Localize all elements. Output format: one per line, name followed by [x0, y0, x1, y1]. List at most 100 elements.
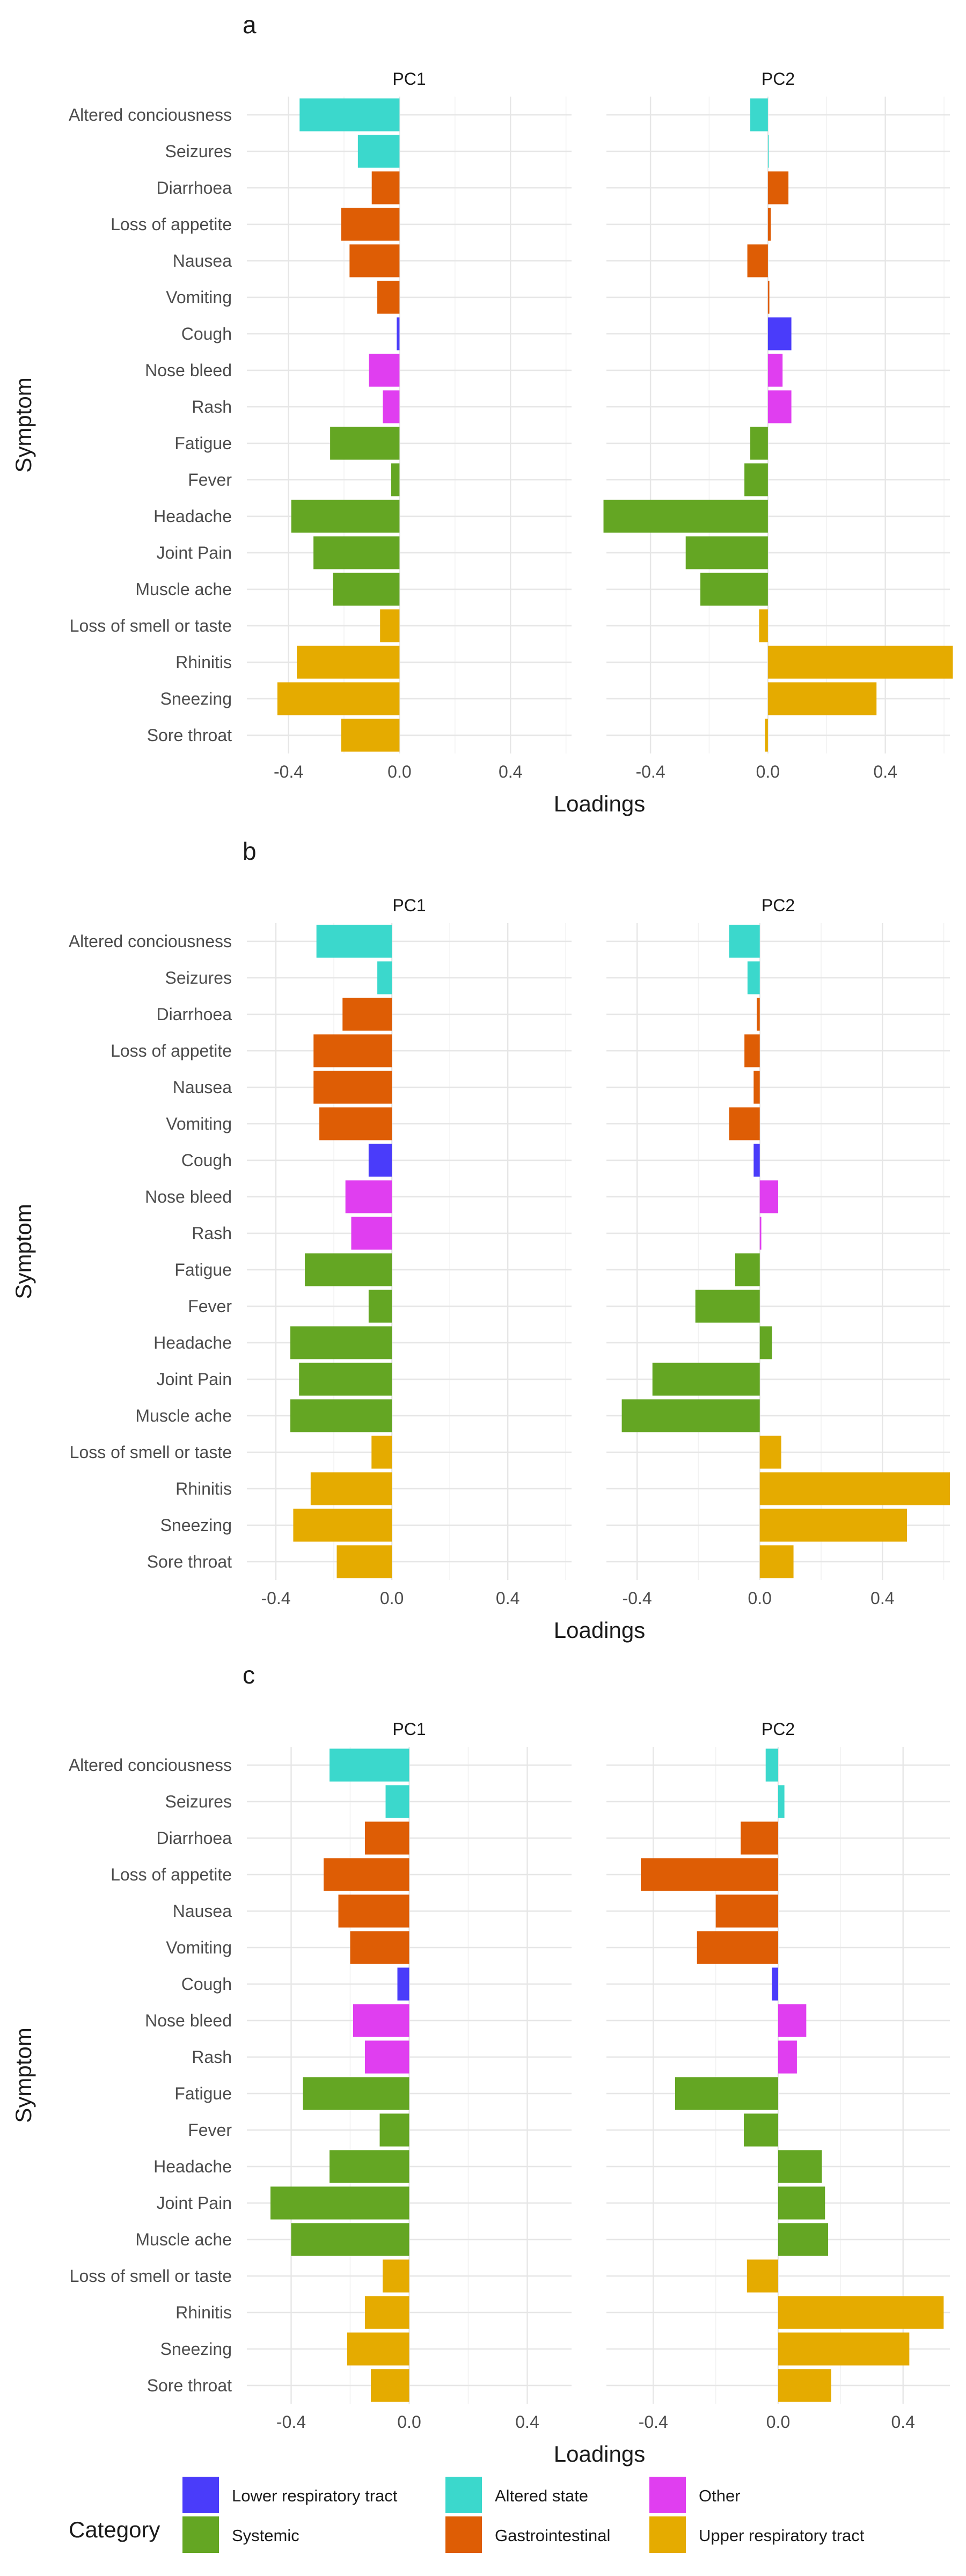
bar — [397, 317, 400, 350]
bar — [330, 1748, 409, 1782]
bar — [270, 2186, 409, 2220]
x-tick-label: 0.4 — [873, 762, 897, 781]
y-axis-title: Symptom — [11, 2028, 36, 2123]
bar — [772, 1967, 778, 2001]
bar — [603, 500, 768, 533]
legend-swatch — [649, 2516, 686, 2553]
y-tick-label: Vomiting — [166, 1938, 232, 1957]
y-tick-label: Nose bleed — [145, 2011, 232, 2030]
y-tick-label: Seizures — [165, 1792, 232, 1811]
x-tick-label: -0.4 — [274, 762, 303, 781]
bar — [353, 2004, 409, 2037]
bar — [759, 1180, 778, 1213]
bar — [349, 244, 400, 277]
x-tick-label: 0.0 — [766, 2412, 790, 2432]
bar — [759, 1217, 762, 1250]
bar — [729, 1107, 760, 1140]
y-tick-label: Sneezing — [160, 2339, 232, 2359]
x-tick-label: 0.0 — [387, 762, 411, 781]
legend-swatch — [445, 2516, 482, 2553]
y-tick-label: Vomiting — [166, 288, 232, 307]
bar — [778, 2040, 797, 2074]
y-tick-label: Loss of appetite — [111, 1041, 232, 1060]
bar — [290, 1326, 392, 1359]
y-tick-label: Fever — [188, 1297, 232, 1316]
panel-letter: b — [243, 837, 257, 865]
bar — [316, 925, 392, 958]
bar — [778, 2369, 831, 2402]
bar — [351, 1217, 392, 1250]
y-tick-label: Muscle ache — [135, 2230, 232, 2249]
bar — [767, 171, 789, 204]
y-tick-label: Headache — [153, 507, 232, 526]
bar — [290, 1399, 392, 1432]
legend-item: Lower respiratory tract — [182, 2477, 398, 2513]
bar — [341, 208, 400, 241]
y-tick-label: Joint Pain — [156, 2193, 232, 2213]
bar — [293, 1509, 392, 1542]
y-tick-label: Diarrhoea — [156, 1828, 232, 1848]
y-tick-label: Rhinitis — [175, 1479, 232, 1498]
legend-item: Systemic — [182, 2516, 299, 2553]
bar — [778, 2004, 807, 2037]
bar — [759, 609, 768, 642]
y-tick-label: Sore throat — [147, 1552, 232, 1571]
y-tick-label: Nausea — [173, 251, 232, 270]
bar — [767, 682, 877, 715]
x-tick-label: 0.0 — [756, 762, 780, 781]
legend-label: Gastrointestinal — [495, 2526, 610, 2545]
y-tick-label: Fatigue — [174, 434, 232, 453]
bar — [333, 573, 400, 606]
legend-item: Upper respiratory tract — [649, 2516, 865, 2553]
bar — [336, 1545, 392, 1578]
bar — [330, 427, 400, 460]
facet-title: PC1 — [392, 69, 426, 89]
bar — [365, 2040, 409, 2074]
y-tick-label: Muscle ache — [135, 580, 232, 599]
bar — [299, 1363, 392, 1396]
bar — [310, 1472, 392, 1505]
x-tick-label: -0.4 — [261, 1589, 290, 1608]
bar — [379, 2113, 409, 2147]
y-tick-label: Cough — [181, 324, 232, 343]
bar — [695, 1290, 760, 1323]
bar — [368, 1144, 392, 1177]
y-tick-label: Sore throat — [147, 726, 232, 745]
bar — [778, 2332, 910, 2366]
y-tick-label: Cough — [181, 1151, 232, 1170]
y-tick-label: Loss of appetite — [111, 215, 232, 234]
facet-title: PC2 — [762, 896, 795, 915]
bar — [750, 98, 768, 131]
y-tick-label: Cough — [181, 1974, 232, 1994]
bar — [330, 2150, 409, 2183]
bar — [778, 2186, 825, 2220]
y-tick-label: Joint Pain — [156, 1370, 232, 1389]
y-tick-label: Loss of smell or taste — [70, 1443, 232, 1462]
bar — [347, 2332, 409, 2366]
bar — [697, 1931, 778, 1964]
bar — [371, 2369, 409, 2402]
bar — [778, 2150, 822, 2183]
y-tick-label: Altered conciousness — [69, 1755, 232, 1775]
x-tick-label: -0.4 — [623, 1589, 652, 1608]
legend-label: Lower respiratory tract — [232, 2486, 398, 2505]
facet-title: PC2 — [762, 1719, 795, 1739]
legend-item: Altered state — [445, 2477, 588, 2513]
y-tick-label: Seizures — [165, 142, 232, 161]
x-tick-label: -0.4 — [639, 2412, 668, 2432]
bar — [277, 682, 400, 715]
x-axis-title: Loadings — [554, 2441, 645, 2467]
legend-label: Other — [699, 2486, 741, 2505]
y-tick-label: Nausea — [173, 1078, 232, 1097]
bar — [767, 317, 792, 350]
y-axis-title: Symptom — [11, 377, 36, 472]
bar — [729, 925, 760, 958]
x-tick-label: 0.0 — [397, 2412, 421, 2432]
x-axis-title: Loadings — [554, 1618, 645, 1643]
legend-swatch — [649, 2477, 686, 2513]
y-tick-label: Nausea — [173, 1901, 232, 1921]
legend-swatch — [182, 2477, 219, 2513]
